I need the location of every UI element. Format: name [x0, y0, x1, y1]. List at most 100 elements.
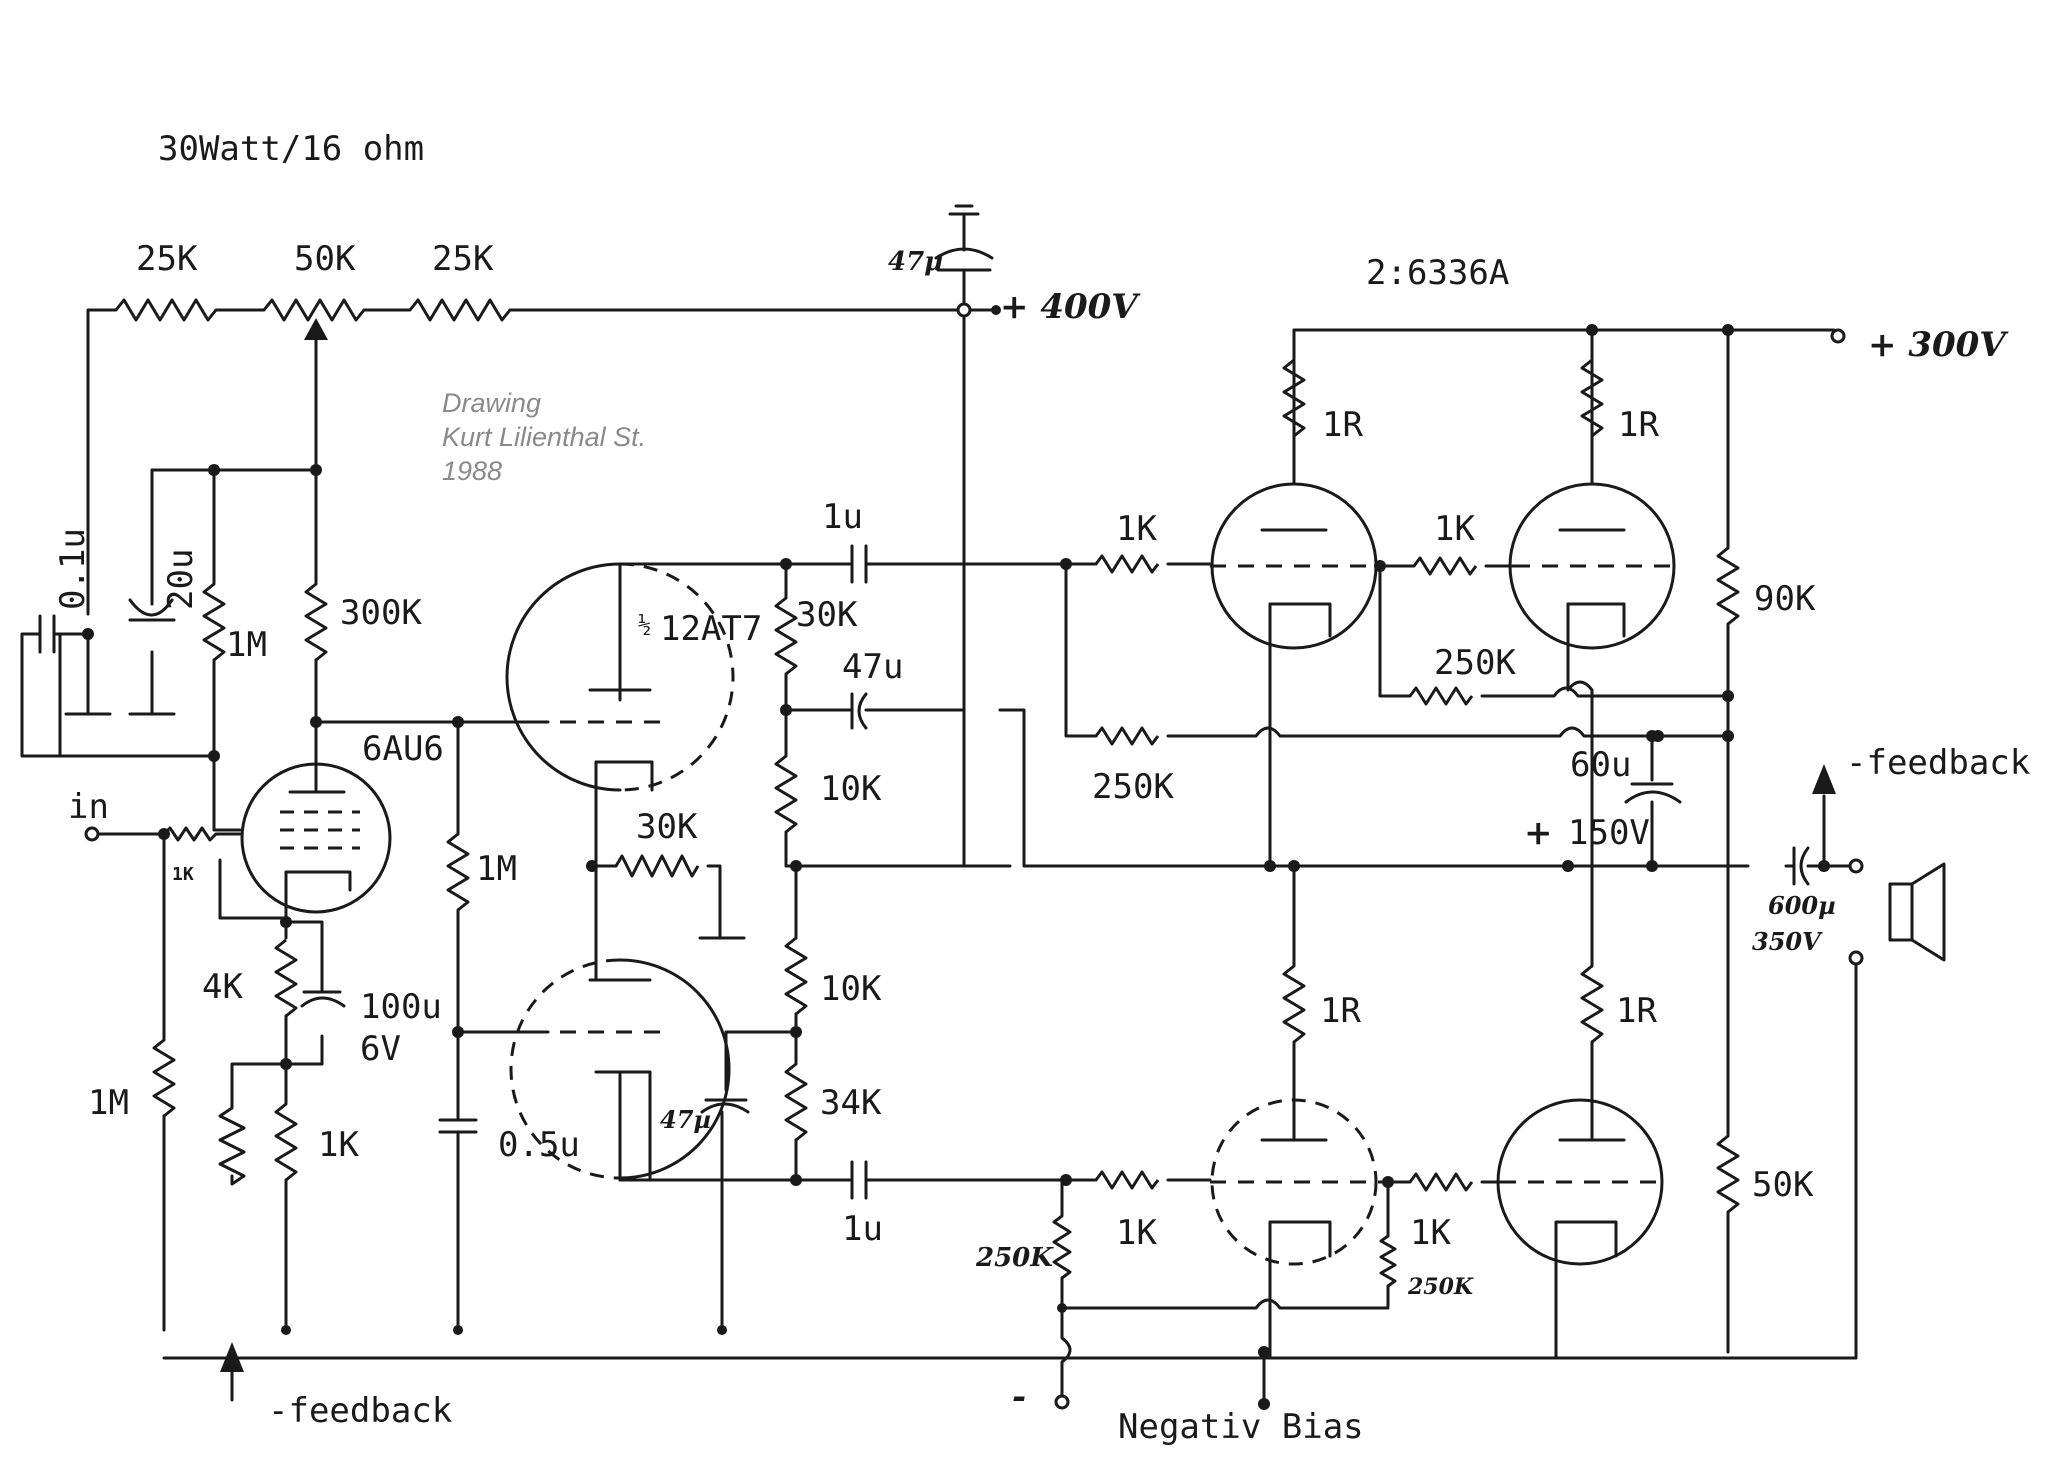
r-1k-grid: [162, 826, 218, 842]
r-1m-grid: [446, 832, 470, 912]
pot-50k: [262, 298, 366, 322]
c-600u-label: 600µ: [1768, 891, 1836, 920]
r-1m-input: [152, 1038, 176, 1118]
r-1k-top-b: [1412, 556, 1478, 576]
r-50k: [1716, 1134, 1740, 1214]
r-30k-mid: [614, 854, 700, 878]
feedback-out-arrow: [1812, 764, 1836, 794]
r-1r-top-left-label: 1R: [1322, 405, 1363, 445]
r-1r-top-right-label: 1R: [1618, 405, 1659, 445]
r-1m-screen-label: 1M: [226, 625, 267, 665]
c-100u: [300, 990, 346, 1008]
pot-50k-label: 50K: [294, 239, 356, 279]
tube-6336a-lower-left: [1210, 1098, 1378, 1266]
c-100u-voltage-label: 6V: [360, 1029, 401, 1069]
tube-6336a-upper-right: [1508, 482, 1676, 650]
r-34k-label: 34K: [820, 1083, 882, 1123]
r-30k-mid-label: 30K: [636, 807, 698, 847]
r-50k-label: 50K: [1752, 1165, 1814, 1205]
c-47u-supply-label: 47µ: [888, 247, 943, 277]
r-10k-lower: [784, 936, 808, 1016]
bias-minus-terminal: [1054, 1394, 1070, 1410]
c-600u: [1792, 846, 1810, 886]
r-1k-bottom-b-label: 1K: [1410, 1213, 1451, 1253]
credit-line-2: Kurt Lilienthal St.: [442, 422, 646, 452]
c-47u-lower: [700, 1098, 750, 1114]
c-0-1u-label: 0.1u: [53, 528, 93, 610]
r-250k-bias-right-label: 250K: [1407, 1274, 1474, 1300]
speaker-icon: [1888, 882, 1914, 942]
r-4k: [274, 938, 298, 1018]
r-1k-top-a-label: 1K: [1116, 509, 1157, 549]
r-1k-grid-label: 1K: [172, 864, 194, 885]
r-250k-bias-right: [1379, 1234, 1397, 1288]
r-10k-upper: [774, 754, 798, 834]
r-34k: [784, 1062, 808, 1142]
r-1m-grid-label: 1M: [476, 849, 517, 889]
driver-tube-fraction: ½: [638, 613, 651, 638]
input-terminal: [84, 826, 100, 842]
r-1m-screen: [202, 582, 226, 662]
r-250k-bias-left-label: 250K: [975, 1243, 1054, 1273]
r-1m-input-label: 1M: [88, 1083, 129, 1123]
r-1r-top-left: [1282, 358, 1306, 438]
bias-minus-sign: -: [1012, 1377, 1026, 1417]
c-20u-label: 20u: [161, 549, 201, 610]
feedback-out-label: -feedback: [1846, 743, 2030, 783]
c-47u: [850, 692, 868, 730]
credit-line-1: Drawing: [442, 388, 541, 418]
c-0-5u-label: 0.5u: [498, 1125, 580, 1165]
r-250k-upper-label: 250K: [1434, 643, 1516, 683]
r-250k-lower-label: 250K: [1092, 767, 1174, 807]
negative-bias-label: Negativ Bias: [1118, 1407, 1364, 1447]
output-tubes-label: 2:6336A: [1366, 253, 1509, 293]
c-60u-label: 60u: [1570, 745, 1631, 785]
bias-terminal: [1258, 1398, 1270, 1410]
c-1u-top: [784, 544, 1068, 584]
c-0-5u: [438, 1030, 478, 1134]
r-1r-bottom-right: [1580, 964, 1604, 1044]
c-100u-label: 100u: [360, 987, 442, 1027]
c-1u-bottom-label: 1u: [842, 1209, 883, 1249]
r-250k-lower: [1094, 726, 1160, 746]
r-1r-bottom-right-label: 1R: [1616, 991, 1657, 1031]
c-60u-voltage-label: 150V: [1568, 813, 1650, 853]
r-1r-bottom-left-label: 1R: [1320, 991, 1361, 1031]
input-tube-label: 6AU6: [362, 729, 444, 769]
tube-6336a-lower-right: [1496, 1098, 1664, 1266]
tube-12at7-lower: [618, 958, 731, 1180]
supply-300v-label: + 300V: [1868, 325, 2009, 365]
c-1u-bottom: [794, 1160, 1064, 1200]
r-1k-top-a: [1094, 554, 1160, 574]
r-4k-label: 4K: [202, 967, 243, 1007]
node-300v: [1830, 328, 1846, 344]
c-1u-top-label: 1u: [822, 497, 863, 537]
r-90k: [1716, 546, 1740, 626]
r-250k-bias-left: [1052, 1214, 1072, 1280]
wiring: [20, 204, 1946, 1410]
r-1k-bottom-b: [1408, 1172, 1474, 1192]
r-300k-label: 300K: [340, 593, 422, 633]
r-1r-top-right: [1580, 358, 1604, 438]
r-90k-label: 90K: [1754, 579, 1816, 619]
r-25k-left-label: 25K: [136, 239, 198, 279]
r-25k-right: [408, 298, 512, 322]
r-1k-cathode-label: 1K: [318, 1125, 359, 1165]
r-10k-lower-label: 10K: [820, 969, 882, 1009]
r-30k-top-label: 30K: [796, 595, 858, 635]
feedback-in-arrow: [220, 1342, 244, 1372]
c-60u-plus-sign: +: [1524, 813, 1553, 853]
feedback-in-label: -feedback: [268, 1391, 452, 1431]
r-1k-bottom-a: [1094, 1170, 1160, 1190]
r-1k-cathode: [274, 1102, 298, 1182]
tube-12at7-upper: [505, 562, 622, 792]
input-label: in: [68, 787, 109, 827]
r-10k-upper-label: 10K: [820, 769, 882, 809]
c-600u-voltage-label: 350V: [1752, 927, 1823, 956]
credit-line-3: 1988: [442, 456, 502, 486]
r-250k-upper: [1408, 686, 1474, 706]
speaker-terminal-bottom: [1848, 950, 1864, 966]
r-300k: [304, 582, 328, 662]
c-60u: [1624, 782, 1682, 804]
